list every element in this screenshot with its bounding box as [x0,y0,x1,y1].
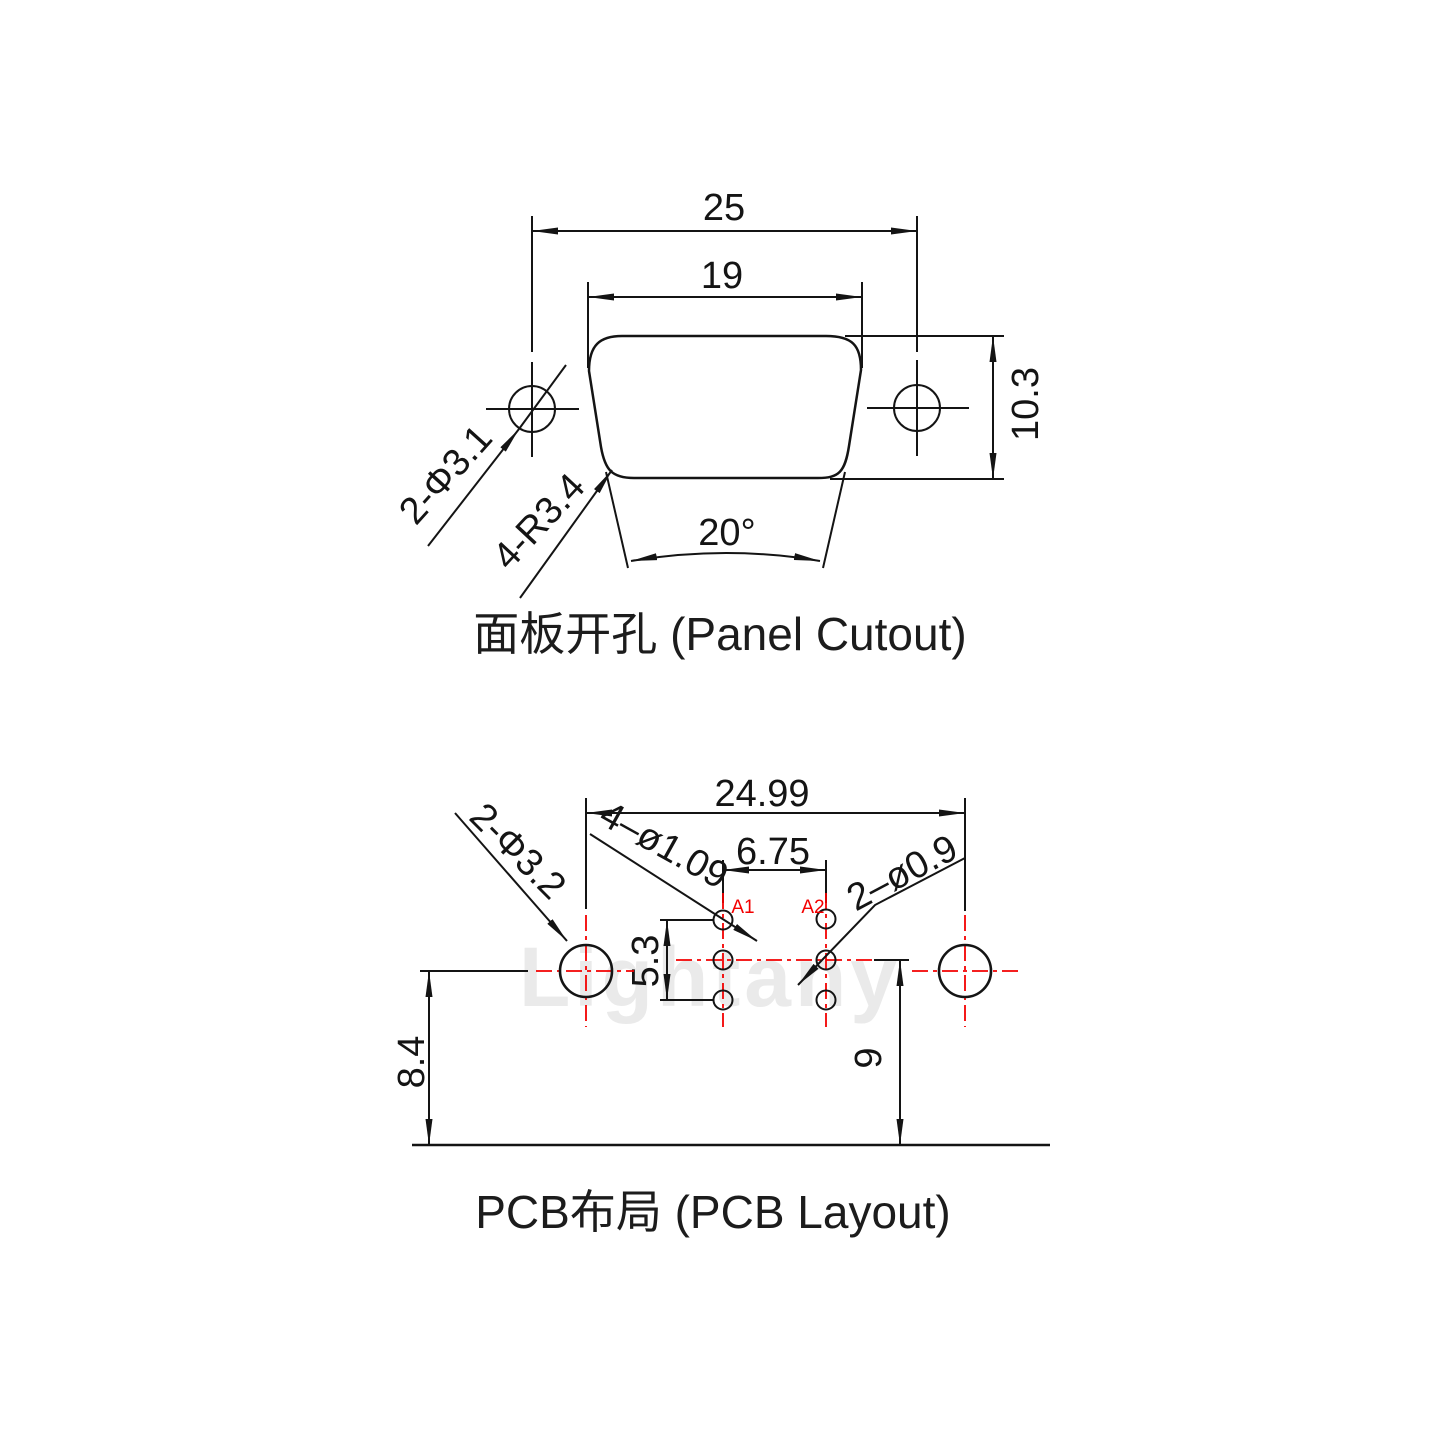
dim-text-height: 10.3 [1005,367,1047,441]
panel-cutout-caption: 面板开孔 (Panel Cutout) [473,608,966,660]
dim-text-mount-hole-span: 24.99 [714,773,809,815]
pin-hole-a1-bottom [712,989,734,1011]
pin-hole-a2-middle [815,949,837,971]
dim-text-pin-column-span: 6.75 [736,831,810,873]
pcb-mount-hole-left [558,943,614,999]
pcb-mount-hole-right [937,943,993,999]
dim-text-edge-to-pin-row: 9 [848,1047,890,1068]
dim-text-pin-row-span: 5.3 [625,935,667,988]
label-pcb-mount-holes: 2-Φ3.2 [461,795,573,907]
dim-text-inner-width: 19 [701,255,743,297]
label-coax-pins: 2–ø0.9 [840,827,964,920]
leader-mount-holes-tail [518,364,567,430]
angle-arc [630,552,821,562]
dim-text-angle: 20° [698,512,755,554]
pin-hole-a2-top [815,908,837,930]
leader-pcb-mount-holes [454,812,568,942]
panel-cutout-outline [587,334,863,480]
leader-signal-pins [589,833,758,942]
angle-line-right [822,471,846,569]
pin-label-a1: A1 [731,897,754,918]
leader-corner-radius [519,469,613,599]
leader-mount-holes [427,428,520,547]
watermark-text: Lightany [519,930,901,1024]
panel-cutout-drawing: 25 19 10.3 20° 2-Φ3.1 4-R3.4 面板开孔 (Pa [391,187,1047,660]
pcb-layout-caption: PCB布局 (PCB Layout) [475,1186,950,1238]
dim-text-outer-width: 25 [703,187,745,229]
angle-line-left [605,471,629,569]
dim-text-edge-to-mount: 8.4 [391,1036,433,1089]
pin-hole-a2-bottom [815,989,837,1011]
pin-hole-a1-top [712,909,734,931]
pin-hole-a1-middle [712,949,734,971]
label-corner-radius: 4-R3.4 [485,466,594,578]
leader-coax-pins [797,857,966,986]
pin-label-a2: A2 [801,897,824,918]
